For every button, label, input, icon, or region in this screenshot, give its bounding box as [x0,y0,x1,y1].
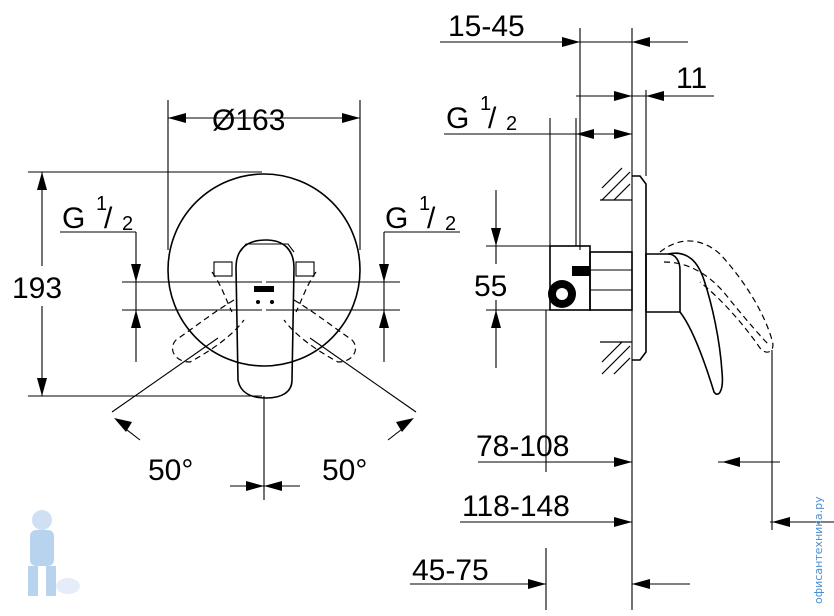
arrow [772,517,790,527]
watermark-text: офисантехника.ру [812,496,825,604]
lever-position-right [283,299,357,363]
svg-text:G: G [385,202,408,235]
arrow [562,37,580,47]
arrow [614,517,632,527]
height-label: 193 [12,272,62,305]
svg-text:1: 1 [419,193,430,215]
arrow [528,579,546,589]
cartridge-nut-right [295,261,315,277]
dim-78-108: 78-108 [476,430,569,463]
side-view: 15-45 11 G 1 / 2 55 [410,10,834,610]
arrow [131,264,141,282]
svg-text:G: G [62,202,85,235]
angle-right-label: 50° [322,454,367,487]
arrow [646,91,664,101]
front-view: Ø163 193 G 1 / 2 G 1 / 2 [10,100,460,500]
arrow [491,228,501,246]
plumber-mascot-logo [28,510,80,596]
arrow [131,310,141,328]
svg-text:1: 1 [480,93,491,115]
dim-118-148: 118-148 [462,490,570,523]
svg-text:/: / [104,202,113,235]
dim-45-75: 45-75 [412,554,489,587]
lever-alt-1 [659,240,774,353]
arrow [37,378,47,396]
svg-text:/: / [488,102,497,135]
angle-left-label: 50° [148,454,193,487]
wall-hatch-bottom [600,341,632,375]
wall-hatch-top [600,167,632,201]
arrow [632,579,650,589]
svg-text:1: 1 [96,193,107,215]
arrow [379,264,389,282]
arrow [614,457,632,467]
thread-side: G 1 / 2 [444,93,632,139]
diameter-label: Ø163 [212,104,285,137]
arrow [614,91,632,101]
lever-alt-2 [663,261,771,347]
cartridge-nut-left [213,261,233,277]
dim-11: 11 [676,62,707,95]
arrow [722,457,740,467]
rosette-side [632,175,647,361]
arrow [396,418,414,432]
handle-lever [667,252,724,396]
cartridge-housing [589,251,633,311]
arrow [379,310,389,328]
svg-text:G: G [446,102,469,135]
thread-left: G 1 / 2 [60,193,137,362]
lever-position-left [171,299,245,363]
svg-text:/: / [427,202,436,235]
angle-line-right [309,337,417,413]
dim-15-45: 15-45 [448,10,525,43]
arrow [37,172,47,190]
svg-text:2: 2 [122,213,133,235]
lever-logo-mark [254,286,274,292]
arrow [168,113,186,123]
svg-text:2: 2 [506,113,517,135]
dim-55: 55 [474,270,507,303]
arrow [632,37,650,47]
angle-line-left [111,337,219,413]
thread-right: G 1 / 2 [383,193,460,362]
svg-text:2: 2 [445,213,456,235]
rosette-outline [167,173,361,367]
arrow [114,418,132,432]
arrow [491,310,501,328]
lever-body [235,239,295,399]
arrow [342,113,360,123]
